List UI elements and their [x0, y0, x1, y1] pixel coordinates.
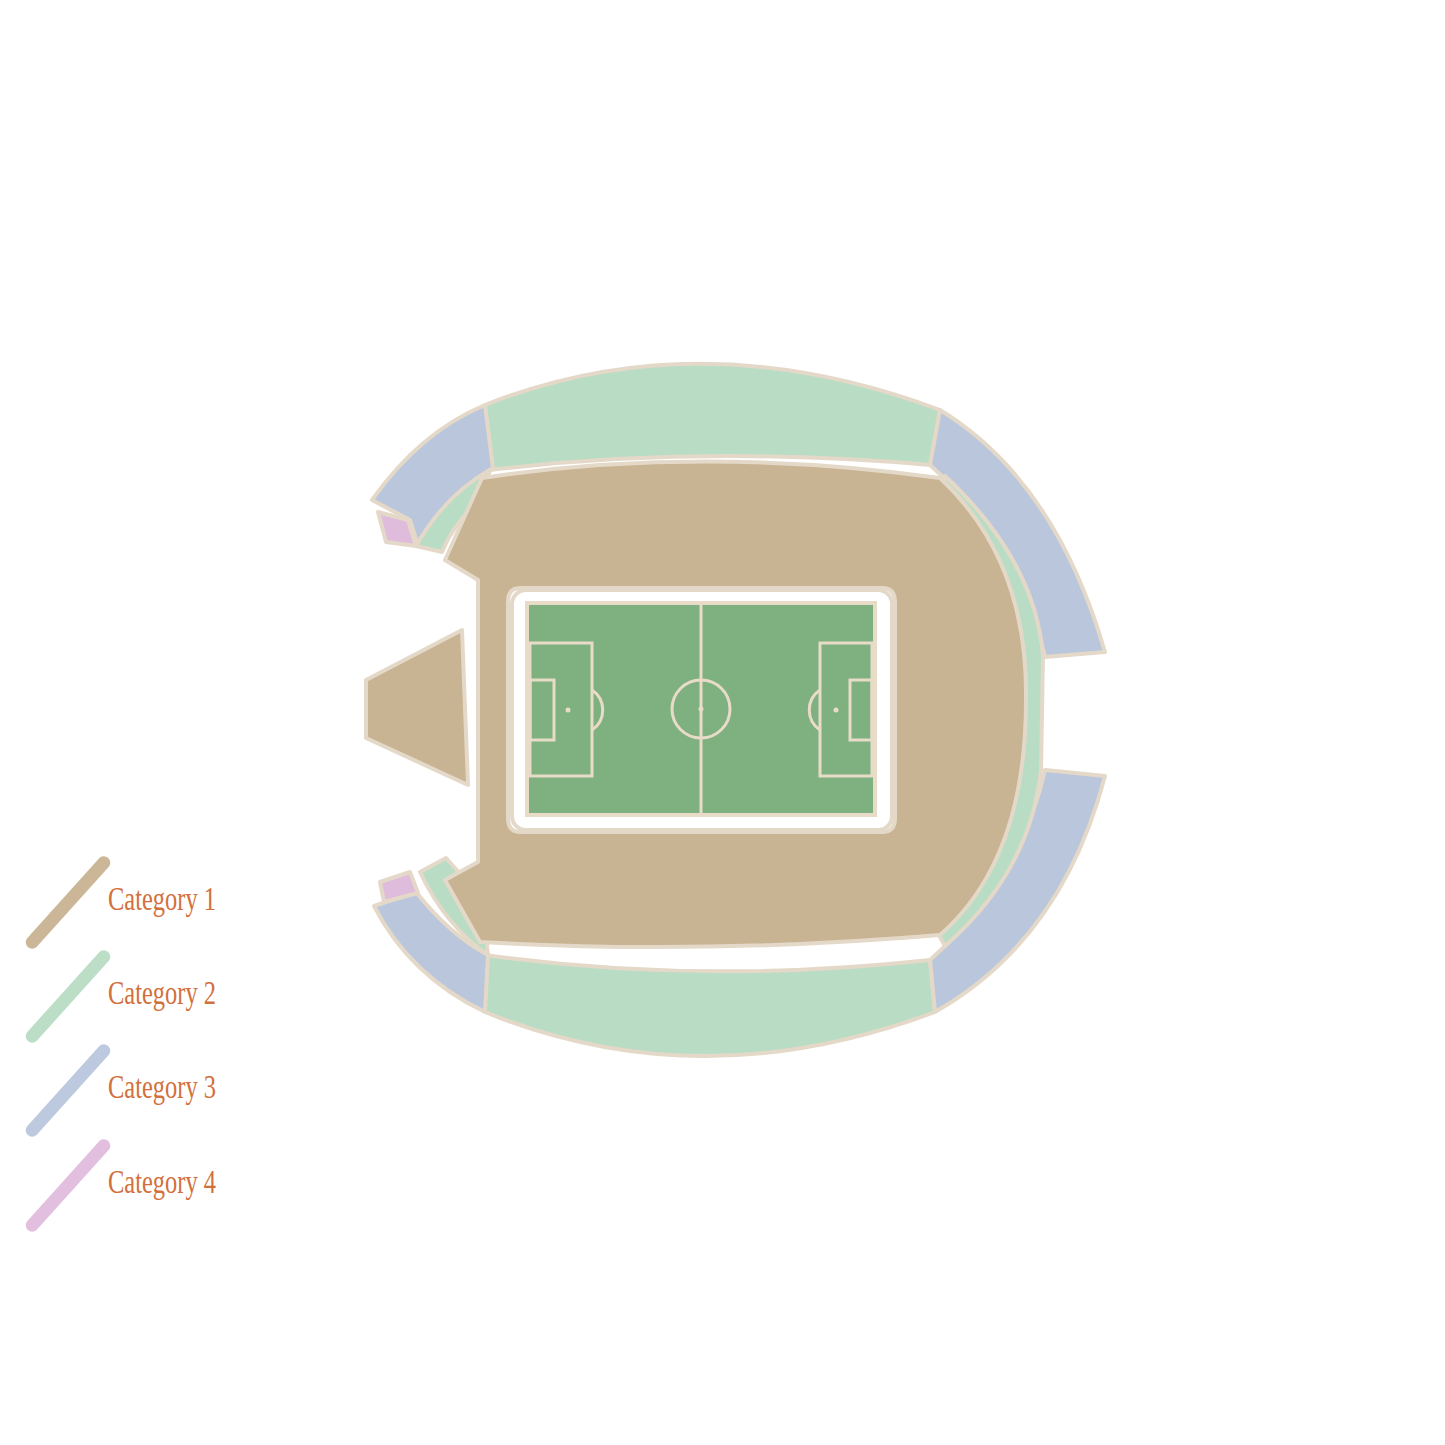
- legend-swatch: [23, 948, 113, 1046]
- legend-label: Category 2: [108, 974, 216, 1012]
- legend-row: Category 4: [0, 1141, 300, 1231]
- legend-row: Category 3: [0, 1046, 300, 1136]
- legend-swatch: [23, 1137, 113, 1235]
- legend-swatch: [23, 854, 113, 952]
- legend-swatch: [23, 1042, 113, 1140]
- legend-label: Category 3: [108, 1068, 216, 1106]
- legend-label: Category 4: [108, 1163, 216, 1201]
- legend-row: Category 2: [0, 952, 300, 1042]
- legend-row: Category 1: [0, 858, 300, 948]
- legend-label: Category 1: [108, 880, 216, 918]
